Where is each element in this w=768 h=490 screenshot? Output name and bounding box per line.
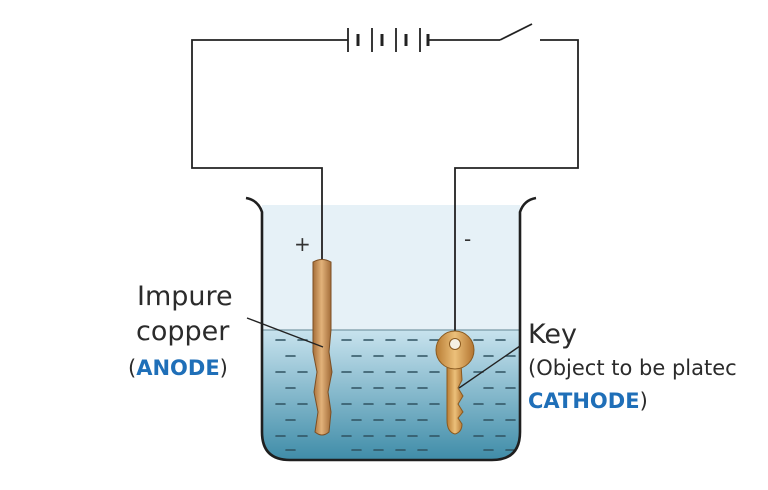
cathode-term: CATHODE (528, 389, 640, 413)
cathode-description: (Object to be platec (528, 356, 737, 380)
circuit-wire-right (454, 39, 579, 338)
switch (499, 23, 533, 41)
battery (347, 28, 430, 52)
cathode-title: Key (528, 319, 577, 350)
anode-close-paren: ) (219, 356, 228, 380)
negative-sign: - (464, 227, 472, 251)
cathode-term-label: CATHODE) (528, 391, 648, 412)
cathode-leader-line (458, 345, 521, 389)
anode-open-paren: ( (128, 356, 137, 380)
circuit-wire-left (191, 39, 348, 262)
electrolyte-dashes (275, 339, 516, 451)
anode-label-line2: copper (136, 316, 230, 347)
cathode-close-paren: ) (639, 389, 648, 413)
anode-term-label: (ANODE) (128, 358, 228, 379)
key-cathode (435, 330, 475, 435)
anode-term: ANODE (136, 356, 220, 380)
positive-sign: + (294, 232, 311, 256)
beaker (245, 196, 537, 462)
beaker-air (262, 205, 520, 330)
electrolyte (262, 330, 520, 460)
anode-label-line1: Impure (137, 281, 233, 312)
anode-leader-line (246, 317, 324, 348)
